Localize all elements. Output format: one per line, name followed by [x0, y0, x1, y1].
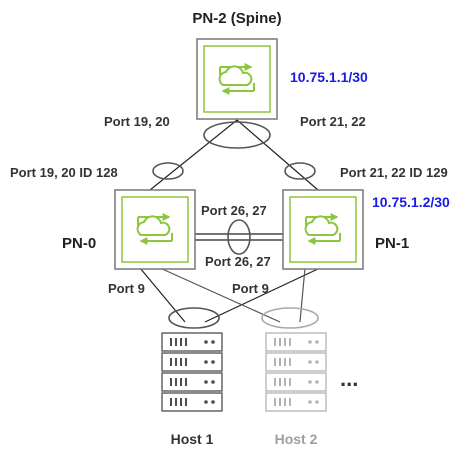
lag-ellipse-host1: [168, 307, 220, 329]
pn0-uplink-label: Port 19, 20 ID 128: [10, 165, 118, 180]
host-2-server[interactable]: [265, 332, 327, 412]
lag-ellipse-spine: [203, 121, 271, 149]
more-hosts-ellipsis: ...: [340, 366, 358, 391]
switch-spine[interactable]: [196, 38, 278, 120]
pn1-host-port-label: Port 9: [232, 281, 269, 296]
cloud-cycle-icon: [136, 213, 173, 245]
spine-title: PN-2 (Spine): [192, 10, 281, 27]
lag-ellipse-host2: [261, 307, 319, 329]
link-spine-pn1: [236, 119, 319, 191]
host-2-label: Host 2: [275, 431, 318, 447]
lag-ellipse-pn0-uplink: [152, 162, 184, 180]
pn1-uplink-label: Port 21, 22 ID 129: [340, 165, 448, 180]
link-spine-pn0: [149, 119, 238, 191]
spine-ip: 10.75.1.1/30: [290, 69, 368, 85]
host-1-label: Host 1: [171, 431, 214, 447]
lag-ellipse-pn1-uplink: [284, 162, 316, 180]
peer-link-label-top: Port 26, 27: [201, 203, 267, 218]
link-pn0-host2: [159, 267, 281, 323]
pn0-title: PN-0: [62, 235, 96, 252]
link-pn0-host1: [139, 267, 186, 323]
peer-link-label-bottom: Port 26, 27: [205, 254, 271, 269]
pn0-host-port-label: Port 9: [108, 281, 145, 296]
lag-ellipse-peer: [227, 219, 251, 255]
spine-port-label-right: Port 21, 22: [300, 114, 366, 129]
lag-ellipses: [152, 121, 319, 329]
cloud-cycle-icon: [218, 63, 255, 95]
pn1-title: PN-1: [375, 235, 409, 252]
link-pn1-host1: [204, 267, 321, 323]
link-pn1-host2: [299, 267, 306, 323]
pn1-ip: 10.75.1.2/30: [372, 194, 450, 210]
spine-port-label-left: Port 19, 20: [104, 114, 170, 129]
server-rack-icon: [274, 338, 319, 406]
switch-pn0[interactable]: [114, 189, 196, 270]
server-rack-icon: [170, 338, 215, 406]
cloud-cycle-icon: [304, 213, 341, 245]
host-1-server[interactable]: [161, 332, 223, 412]
switch-pn1[interactable]: [282, 189, 364, 270]
